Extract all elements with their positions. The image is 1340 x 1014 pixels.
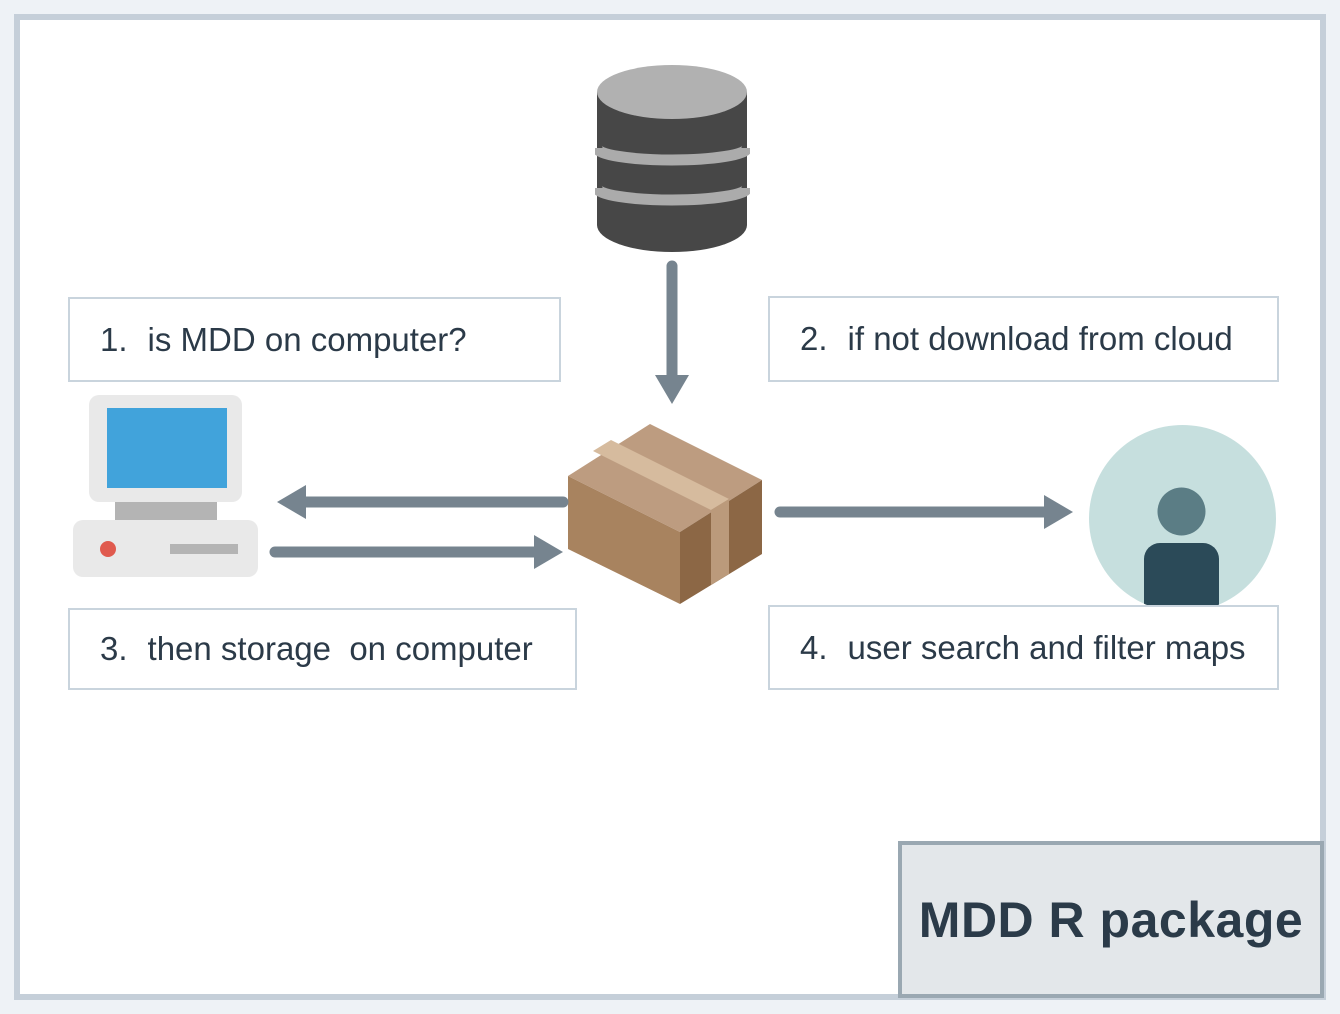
step-label: user search and filter maps [847,628,1246,666]
package-icon [568,424,762,604]
step-box-2: 2. if not download from cloud [768,296,1279,382]
step-box-3: 3. then storage on computer [68,608,577,690]
power-dot-icon [100,541,116,557]
step-number: 2. [800,320,828,357]
computer-icon [73,395,258,577]
step-number: 4. [800,628,828,666]
database-icon [595,65,750,252]
diagram-title: MDD R package [918,891,1304,948]
title-box: MDD R package [898,841,1324,998]
step-label: if not download from cloud [847,320,1233,357]
step-label: then storage on computer [147,630,533,667]
step-box-1: 1. is MDD on computer? [68,297,561,382]
step-box-4: 4. user search and filter maps [768,605,1279,690]
person-icon [1144,487,1219,612]
step-number: 1. [100,320,128,358]
tape-side [711,499,729,585]
step-label: is MDD on computer? [147,320,467,358]
tape-top [593,440,729,510]
user-icon [1089,425,1276,612]
step-number: 3. [100,630,128,667]
